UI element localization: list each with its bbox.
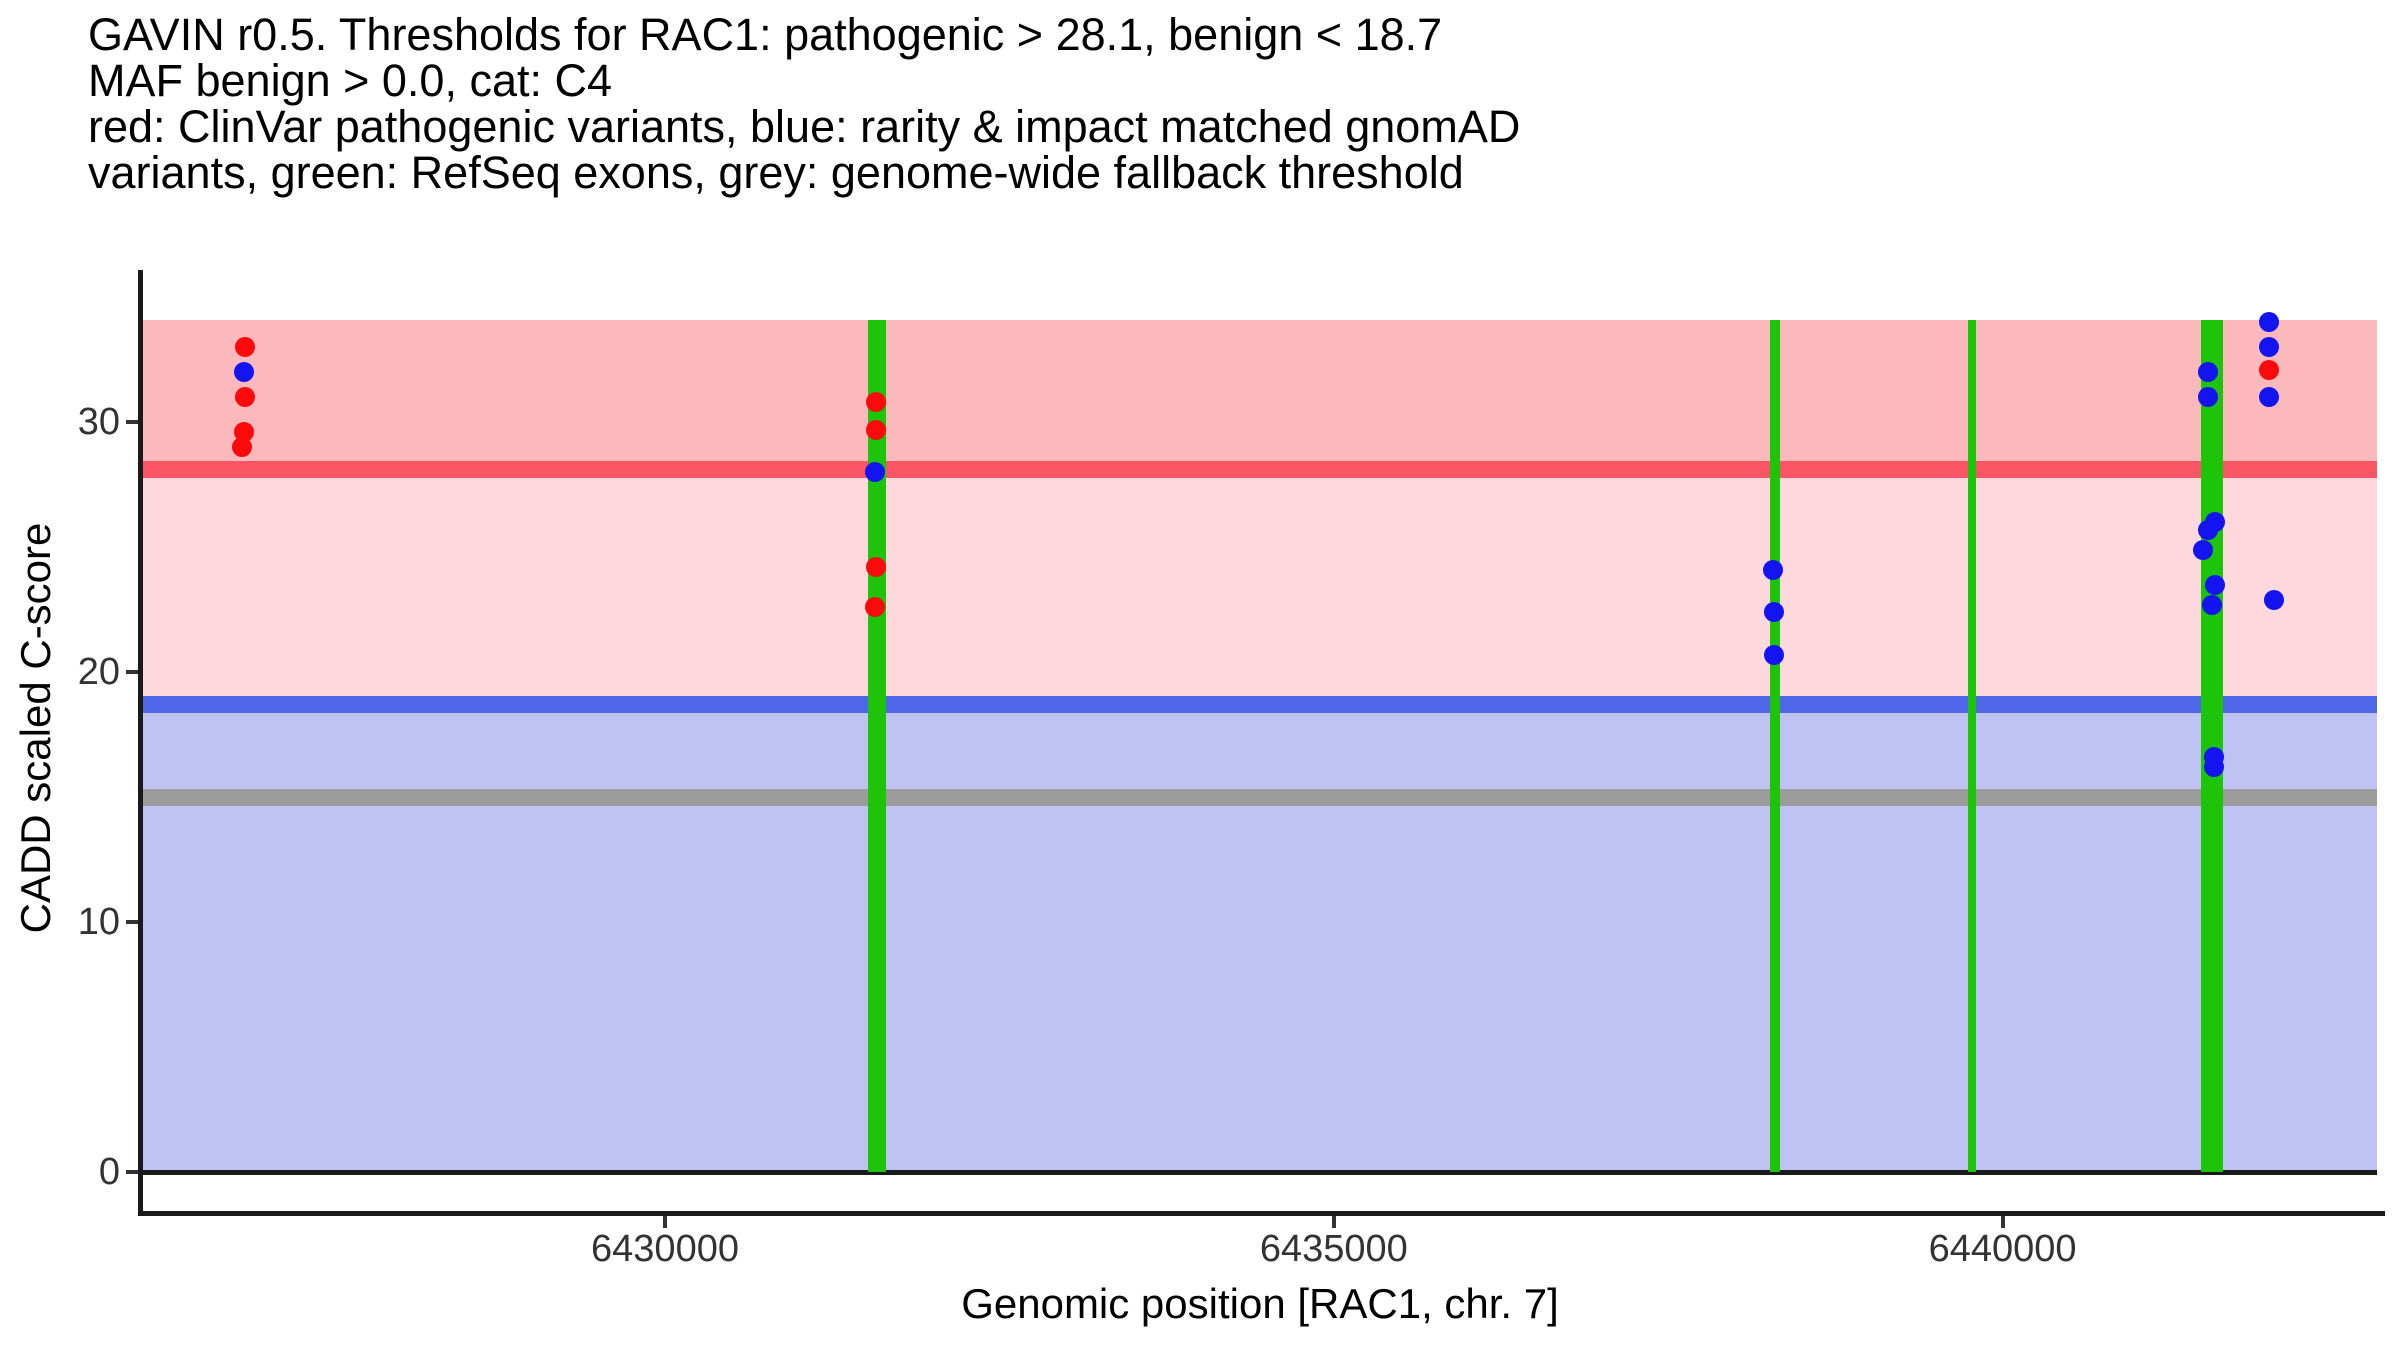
clinvar-variant-point	[865, 419, 886, 440]
y-tick-label: 20	[77, 651, 120, 693]
gnomad-variant-point	[2205, 574, 2226, 595]
clinvar-variant-point	[2259, 359, 2280, 380]
x-tick-label: 6440000	[1928, 1228, 2077, 1270]
y-axis-line	[138, 270, 143, 1216]
y-axis-tick	[126, 670, 138, 674]
y-axis-tick	[126, 420, 138, 424]
gnomad-variant-point	[2198, 387, 2219, 407]
clinvar-variant-point	[865, 392, 886, 412]
x-axis-title: Genomic position [RAC1, chr. 7]	[961, 1280, 1559, 1327]
exon-line	[868, 319, 886, 1172]
intermediate-zone-band	[143, 469, 2377, 705]
clinvar-variant-point	[865, 597, 885, 617]
gnomad-variant-point	[2204, 757, 2225, 777]
gnomad-variant-point	[2264, 589, 2285, 610]
clinvar-variant-point	[234, 387, 255, 407]
clinvar-variant-point	[865, 557, 886, 577]
x-axis-line	[138, 1211, 2385, 1216]
gnomad-variant-point	[2193, 539, 2214, 560]
clinvar-variant-point	[232, 437, 253, 457]
x-axis-tick	[663, 1216, 667, 1228]
y-axis-title: CADD scaled C-score	[12, 522, 59, 934]
exon-line	[1968, 319, 1977, 1172]
gnomad-variant-point	[2259, 387, 2280, 407]
y-axis-tick	[126, 1170, 138, 1174]
y-axis-tick	[126, 920, 138, 924]
pathogenic-threshold-line	[143, 461, 2377, 478]
gnomad-variant-point	[2198, 519, 2219, 540]
gnomad-variant-point	[233, 362, 254, 382]
x-tick-label: 6435000	[1259, 1228, 1408, 1270]
baseline-line	[143, 1169, 2377, 1175]
gnomad-variant-point	[2259, 337, 2280, 357]
y-tick-label: 0	[98, 1151, 120, 1193]
chart-title: GAVIN r0.5. Thresholds for RAC1: pathoge…	[88, 12, 1520, 196]
x-axis-tick	[2000, 1216, 2005, 1228]
gnomad-variant-point	[1763, 644, 1784, 665]
chart-title-line-3: red: ClinVar pathogenic variants, blue: …	[88, 101, 1521, 152]
exon-line	[2201, 319, 2224, 1172]
chart-title-line-4: variants, green: RefSeq exons, grey: gen…	[88, 147, 1464, 198]
gnomad-variant-point	[2202, 594, 2223, 615]
gnomad-variant-point	[1762, 559, 1783, 580]
gnomad-variant-point	[1763, 602, 1784, 622]
chart-title-line-2: MAF benign > 0.0, cat: C4	[88, 55, 613, 106]
y-tick-label: 10	[77, 901, 120, 943]
x-tick-label: 6430000	[591, 1228, 739, 1270]
gnomad-variant-point	[2198, 362, 2219, 382]
gnomad-variant-point	[865, 462, 885, 482]
fallback-threshold-line	[143, 788, 2377, 806]
clinvar-variant-point	[234, 337, 255, 357]
x-axis-tick	[1331, 1216, 1336, 1228]
benign-threshold-line	[143, 696, 2377, 713]
pathogenic-zone-band	[143, 319, 2377, 470]
chart-title-line-1: GAVIN r0.5. Thresholds for RAC1: pathoge…	[88, 9, 1443, 60]
gnomad-variant-point	[2259, 312, 2280, 332]
exon-line	[1769, 319, 1781, 1172]
y-tick-label: 30	[77, 401, 120, 443]
benign-zone-band	[143, 704, 2377, 1172]
